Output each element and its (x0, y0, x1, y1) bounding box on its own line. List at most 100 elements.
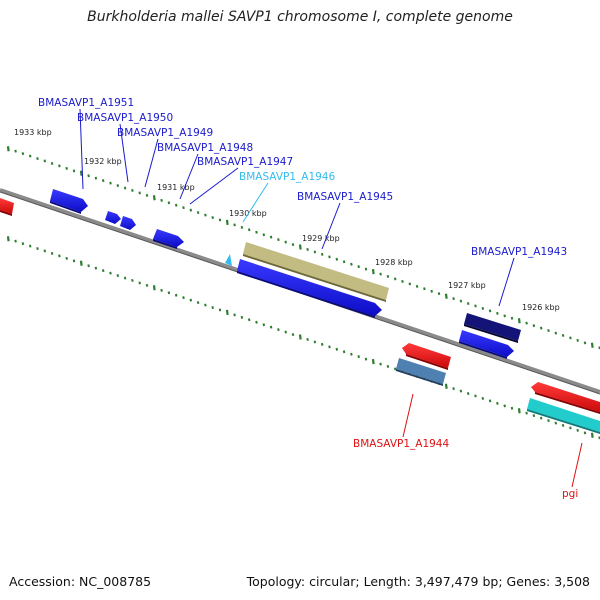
minor-tick (58, 254, 61, 258)
genome-info-text: Topology: circular; Length: 3,497,479 bp… (246, 574, 590, 589)
gene-label[interactable]: BMASAVP1_A1950 (77, 112, 173, 124)
minor-tick (116, 184, 120, 188)
gene-BMASAVP1_A1946[interactable] (225, 254, 232, 266)
forward-genes (0, 189, 521, 359)
gene-label[interactable]: BMASAVP1_A1948 (157, 142, 253, 154)
gene-label[interactable]: BMASAVP1_A1943 (471, 246, 567, 258)
minor-tick (160, 198, 163, 202)
leader-A1945 (321, 202, 341, 250)
gene-blue-right[interactable] (459, 330, 514, 357)
minor-tick (561, 333, 565, 337)
minor-tick (481, 306, 485, 310)
minor-tick (145, 193, 149, 197)
minor-tick (247, 318, 251, 322)
gene-label[interactable]: BMASAVP1_A1945 (297, 191, 393, 203)
reverse-genes (396, 343, 600, 434)
minor-tick (94, 176, 98, 180)
minor-tick (503, 314, 506, 318)
minor-tick (36, 157, 39, 161)
minor-tick (284, 330, 287, 334)
minor-tick (87, 264, 90, 268)
minor-tick (291, 243, 295, 247)
minor-tick (196, 211, 200, 215)
minor-tick (109, 271, 112, 275)
minor-tick (182, 206, 185, 210)
minor-tick (393, 367, 397, 371)
minor-tick (247, 228, 251, 232)
leader-A1950 (119, 123, 129, 183)
minor-tick (364, 357, 368, 361)
gene-BMASAVP1_A1949[interactable] (120, 216, 136, 230)
minor-tick (277, 238, 280, 242)
minor-tick (14, 239, 17, 243)
minor-tick (204, 213, 207, 217)
minor-tick (50, 251, 54, 255)
minor-tick (167, 201, 171, 205)
minor-tick (583, 431, 587, 435)
leader-A1947 (189, 167, 239, 205)
minor-tick (474, 394, 477, 398)
gene-BMASAVP1_A1948[interactable] (153, 229, 184, 247)
major-tick (371, 358, 375, 365)
major-tick (298, 244, 302, 250)
minor-tick (576, 338, 579, 342)
minor-tick (65, 256, 68, 260)
gene-shadow (243, 254, 386, 302)
minor-tick (72, 169, 76, 173)
minor-tick (481, 396, 485, 400)
gene-pgi[interactable] (531, 382, 600, 412)
major-tick (152, 285, 156, 291)
gene-label[interactable]: BMASAVP1_A1947 (197, 156, 293, 168)
major-tick (6, 146, 10, 152)
gene-steel[interactable] (396, 358, 446, 384)
minor-tick (174, 293, 178, 297)
gene-BMASAVP1_A1945[interactable] (237, 259, 382, 316)
gene-label[interactable]: BMASAVP1_A1949 (117, 127, 213, 139)
minor-tick (539, 326, 543, 330)
minor-tick (328, 345, 331, 349)
gene-red-partial-side (0, 210, 12, 216)
minor-tick (306, 337, 309, 341)
minor-tick (21, 152, 25, 156)
gene-label[interactable]: BMASAVP1_A1951 (38, 97, 134, 109)
gene-shadow (50, 201, 81, 214)
gene-BMASAVP1_A1945-khaki[interactable] (243, 242, 389, 300)
gene-red-partial[interactable] (0, 198, 14, 214)
minor-tick (269, 325, 273, 329)
minor-tick (269, 235, 273, 239)
tick-label: 1929 kbp (302, 234, 340, 243)
minor-tick (583, 341, 587, 345)
gene-label[interactable]: BMASAVP1_A1946 (239, 171, 335, 183)
gene-label[interactable]: BMASAVP1_A1944 (353, 438, 449, 450)
gene-cyan[interactable] (527, 398, 600, 432)
leader-A1951 (79, 108, 84, 190)
minor-tick (138, 281, 141, 285)
minor-tick (539, 416, 543, 420)
gene-shadow (535, 392, 600, 414)
gene-label[interactable]: pgi (562, 488, 578, 500)
minor-tick (510, 316, 514, 320)
minor-tick (423, 287, 426, 291)
gene-BMASAVP1_A1950[interactable] (105, 211, 121, 224)
minor-tick (496, 401, 499, 405)
minor-tick (532, 414, 536, 418)
major-tick (590, 432, 594, 438)
minor-tick (415, 284, 419, 288)
gene-shadow (237, 271, 375, 318)
accession-text: Accession: NC_008785 (9, 574, 152, 589)
minor-tick (379, 362, 382, 366)
minor-tick (174, 203, 178, 207)
gene-BMASAVP1_A1944[interactable] (402, 343, 451, 368)
minor-tick (233, 313, 236, 317)
minor-tick (379, 272, 382, 276)
minor-tick (459, 299, 463, 303)
gene-shadow (527, 409, 600, 434)
gene-BMASAVP1_A1951[interactable] (50, 189, 88, 212)
map-title: Burkholderia mallei SAVP1 chromosome I, … (87, 9, 513, 25)
leader-A1946 (242, 182, 269, 223)
major-tick (79, 260, 83, 266)
gene-shadow (396, 369, 443, 386)
gene-BMASAVP1_A1943[interactable] (464, 313, 521, 341)
